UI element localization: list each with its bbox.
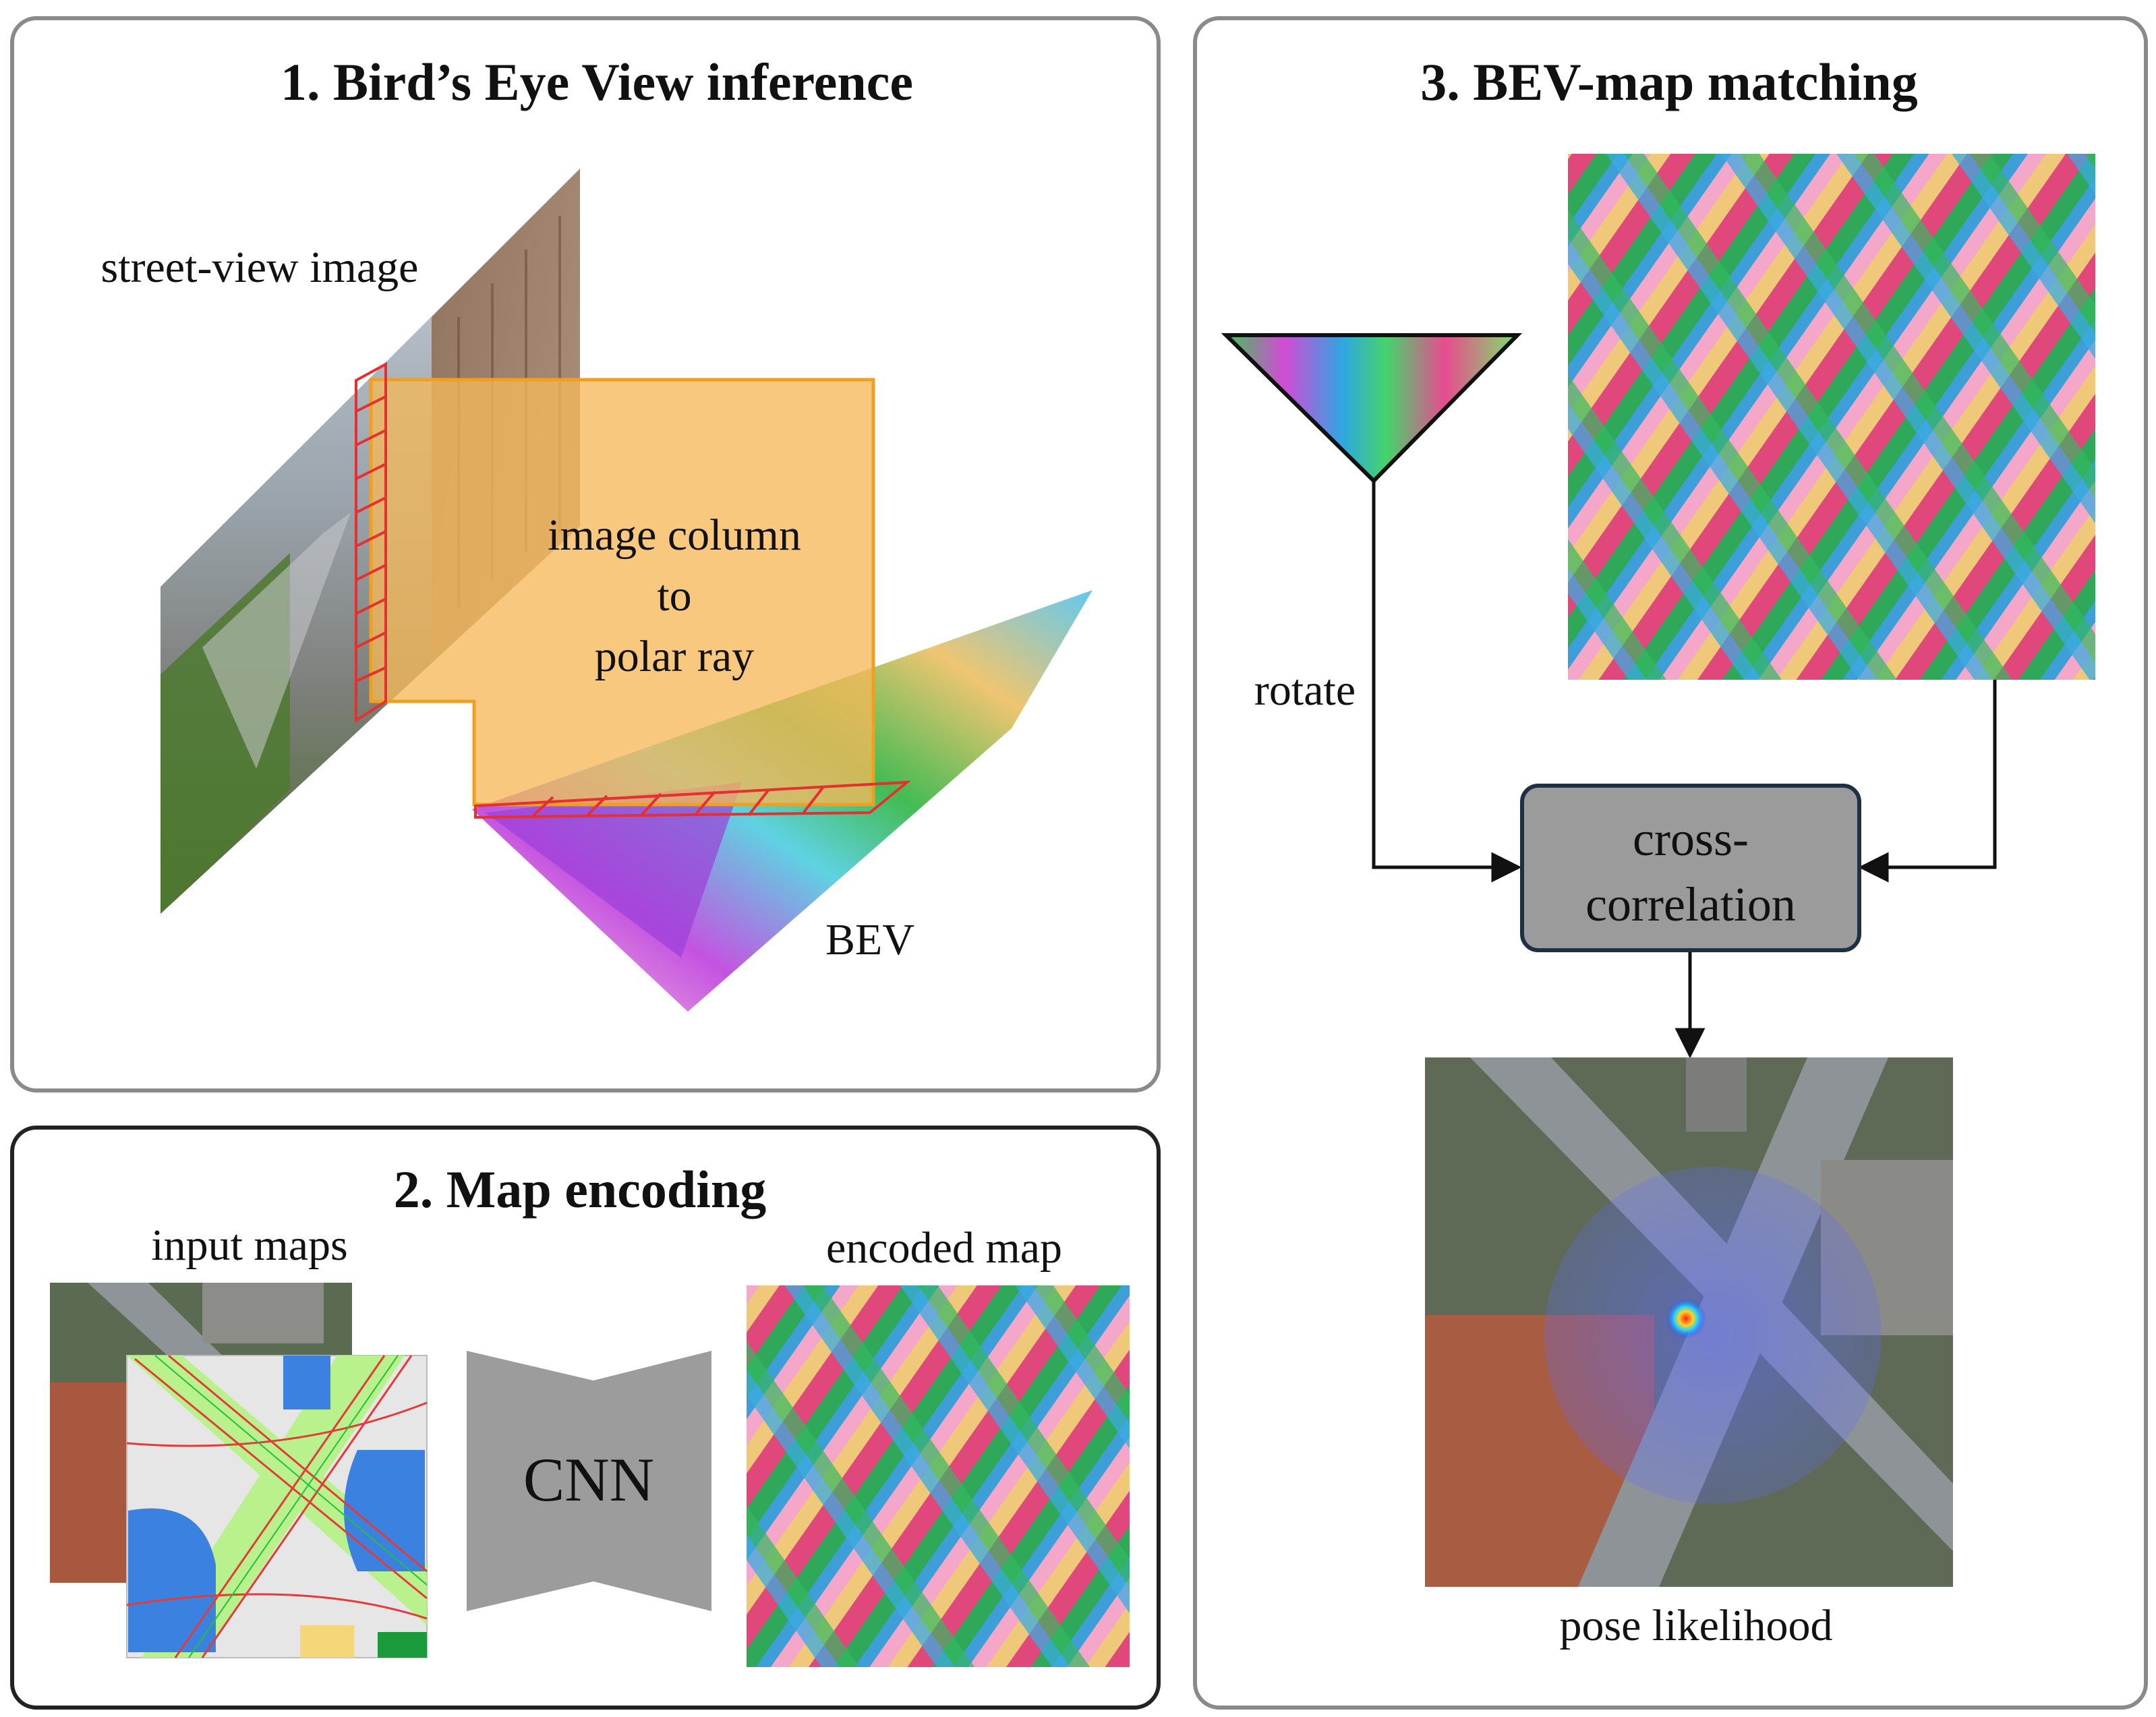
panel-3-title: 3. BEV-map matching [1420, 53, 1917, 111]
bev-fan-purple [486, 782, 742, 958]
projection-region [369, 378, 875, 807]
input-vector-map [126, 1354, 428, 1658]
projection-label-line-2: to [657, 571, 691, 620]
panel-2-title: 2. Map encoding [394, 1160, 767, 1219]
cross-correlation-line-2: correlation [1585, 877, 1796, 931]
panel-1-title: 1. Bird’s Eye View inference [281, 53, 913, 111]
panel-bev-inference: 1. Bird’s Eye View inference street-view… [10, 16, 1161, 1093]
polar-ray-grid [474, 780, 912, 819]
encoded-map-label: encoded map [826, 1223, 1062, 1273]
map-arrow [1858, 680, 1997, 883]
bev-label: BEV [825, 915, 914, 964]
panel-map-encoding: 2. Map encoding input maps encoded map [10, 1126, 1161, 1710]
cnn-block [467, 1351, 711, 1611]
cross-correlation-line-1: cross- [1633, 812, 1749, 866]
bev-triangle [1221, 333, 1523, 484]
projection-label-line-3: polar ray [595, 632, 754, 681]
panel-bev-map-matching: 3. BEV-map matching rotate cross- correl… [1193, 16, 2148, 1710]
street-view-label: street-view image [101, 243, 419, 292]
rotate-label: rotate [1254, 666, 1356, 715]
neural-map [1568, 154, 2095, 680]
image-column-grid [355, 361, 387, 723]
cnn-label: CNN [523, 1445, 654, 1514]
pose-likelihood-map [1425, 1057, 1953, 1587]
rotate-arrow [1372, 481, 1522, 883]
encoded-map-image [747, 1285, 1130, 1667]
projection-label-line-1: image column [548, 511, 801, 560]
cross-correlation-box [1520, 784, 1861, 952]
likelihood-peak [1666, 1298, 1706, 1339]
pose-likelihood-label: pose likelihood [1559, 1601, 1832, 1650]
input-maps-label: input maps [151, 1221, 348, 1270]
